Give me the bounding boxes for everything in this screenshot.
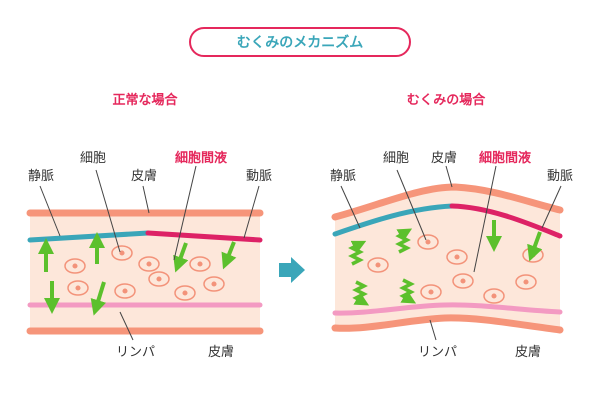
label-lymph: リンパ bbox=[418, 345, 457, 360]
flow-arrow-zigzag bbox=[395, 228, 413, 254]
arrow-right-icon bbox=[279, 257, 305, 283]
cell bbox=[114, 283, 136, 299]
label-skin-top: 皮膚 bbox=[131, 168, 157, 184]
panel-edema: むくみの場合 bbox=[330, 92, 573, 360]
lymph-line bbox=[332, 302, 563, 316]
leader-lines bbox=[39, 165, 260, 341]
flow-arrows-straight bbox=[486, 220, 543, 262]
label-cell: 細胞 bbox=[80, 151, 106, 166]
label-skin-top: 皮膚 bbox=[431, 150, 457, 166]
title-pill: むくみのメカニズム bbox=[189, 27, 411, 57]
label-cell: 細胞 bbox=[383, 151, 409, 166]
skin-layer-bottom bbox=[331, 314, 564, 334]
cell bbox=[446, 249, 468, 265]
cell bbox=[452, 273, 474, 289]
vein-line bbox=[332, 203, 455, 237]
cell bbox=[64, 258, 86, 274]
label-skin-bottom: 皮膚 bbox=[208, 344, 234, 360]
flow-arrow bbox=[221, 241, 237, 270]
label-skin-bottom: 皮膚 bbox=[515, 344, 541, 360]
flow-arrow-zigzag bbox=[352, 280, 370, 306]
label-interstitial-fluid: 細胞間液 bbox=[479, 150, 531, 166]
cell bbox=[417, 234, 439, 250]
cell bbox=[483, 288, 505, 304]
cell bbox=[148, 271, 170, 287]
cell bbox=[174, 285, 196, 301]
cell bbox=[67, 280, 89, 296]
panel-heading-normal: 正常な場合 bbox=[112, 92, 178, 108]
page-title: むくみのメカニズム bbox=[237, 34, 364, 51]
cells-group bbox=[64, 245, 225, 301]
flow-arrow bbox=[90, 281, 106, 316]
flow-arrow-zigzag bbox=[399, 278, 417, 304]
label-lymph: リンパ bbox=[116, 345, 155, 360]
cell bbox=[203, 276, 225, 292]
flow-arrows bbox=[38, 232, 237, 316]
artery-line bbox=[145, 230, 263, 243]
cell bbox=[111, 245, 133, 261]
flow-arrow-zigzag bbox=[348, 240, 367, 266]
flow-arrow bbox=[527, 231, 543, 262]
cell bbox=[189, 256, 211, 272]
label-vein: 静脈 bbox=[28, 169, 54, 184]
cell bbox=[420, 284, 442, 300]
cell bbox=[367, 257, 389, 273]
label-vein: 静脈 bbox=[330, 169, 356, 184]
cell bbox=[138, 256, 160, 272]
skin-layer-top bbox=[331, 183, 564, 221]
label-interstitial-fluid: 細胞間液 bbox=[175, 150, 227, 166]
cell bbox=[515, 274, 537, 290]
flow-arrow bbox=[173, 242, 189, 273]
label-artery: 動脈 bbox=[246, 169, 272, 184]
panel-normal: 正常な場合 bbox=[26, 92, 272, 360]
artery-line bbox=[449, 203, 563, 239]
label-artery: 動脈 bbox=[547, 169, 573, 184]
panel-heading-edema: むくみの場合 bbox=[407, 92, 487, 108]
flow-arrows bbox=[348, 228, 417, 306]
leader-lines bbox=[340, 165, 562, 341]
